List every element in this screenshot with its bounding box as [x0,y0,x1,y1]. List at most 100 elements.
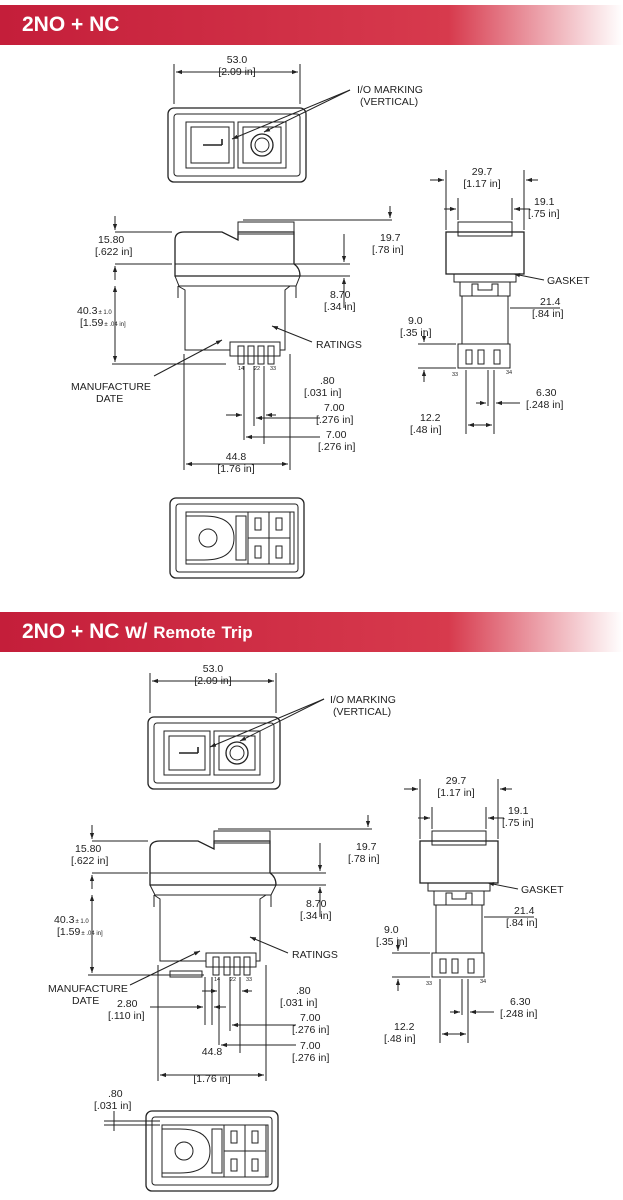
dim-side-span-mm: 12.2 [420,412,441,424]
dim-bottom-width-mm: 44.8 [226,451,247,463]
io-marking-sub: (VERTICAL) [360,96,418,108]
side-view [418,170,560,434]
dim-pitch1-in: [.276 in] [292,1024,329,1036]
manufacture-date-label: DATE [96,393,123,405]
dim-pitch2-mm: 7.00 [326,429,347,441]
dim-pin-width-mm: .80 [296,985,311,997]
dim-top-height-in: [.622 in] [71,855,108,867]
side-view [392,779,534,1043]
dim-side-width-in: [1.17 in] [463,178,500,190]
dim-bottom-pin-mm: .80 [108,1088,123,1100]
terminal-34-side: 34 [506,370,512,376]
dim-pitch2-mm: 7.00 [300,1040,321,1052]
dim-width-mm: 53.0 [227,54,248,66]
ratings-label: RATINGS [292,949,338,961]
section-title: 2NO + NC w/ Remote Trip [22,612,253,653]
dim-bottom-pin-in: [.031 in] [94,1100,131,1112]
terminal-22: 22 [230,977,236,983]
dim-side-small-mm: 19.1 [508,805,529,817]
dim-body-height-mm: 40.3± 1.0 [54,914,89,926]
dim-top-small-mm: 19.7 [356,841,377,853]
dim-term-height-mm: 9.0 [384,924,399,936]
bottom-view [169,497,305,579]
dim-flange-mm: 8.70 [306,898,327,910]
terminal-33: 33 [270,366,276,372]
terminal-22: 22 [254,366,260,372]
dim-top-small-mm: 19.7 [380,232,401,244]
dim-side-pitch-in: [.248 in] [500,1008,537,1020]
dim-width-in: [2.09 in] [218,66,255,78]
dim-side-span-in: [.48 in] [410,424,442,436]
dim-side-small-in: [.75 in] [502,817,534,829]
dim-bottom-width-in: [1.76 in] [193,1073,230,1085]
dim-side-body-mm: 21.4 [540,296,561,308]
section-title-main: 2NO + NC w/ [22,620,154,643]
dim-body-height-mm: 40.3± 1.0 [77,305,112,317]
dim-side-small-mm: 19.1 [534,196,555,208]
dim-pitch1-mm: 7.00 [324,402,345,414]
dim-pitch2-in: [.276 in] [318,441,355,453]
dim-width-in: [2.09 in] [194,675,231,687]
dim-trip-mm: 2.80 [117,998,138,1010]
dim-side-pitch-in: [.248 in] [526,399,563,411]
dim-body-height-in: [1.59± .04 in] [80,317,126,329]
section-banner-remote-trip: 2NO + NC w/ Remote Trip [0,612,623,652]
dim-flange-mm: 8.70 [330,289,351,301]
dim-side-pitch-mm: 6.30 [510,996,531,1008]
manufacture-date-label: DATE [72,995,99,1007]
dim-pitch2-in: [.276 in] [292,1052,329,1064]
dim-bottom-width-in: [1.76 in] [217,463,254,475]
dim-pin-width-in: [.031 in] [280,997,317,1009]
dim-top-height-mm: 15.80 [75,843,101,855]
terminal-33-side: 33 [452,372,458,378]
dim-body-height-in: [1.59± .04 in] [57,926,103,938]
gasket-label: GASKET [547,275,590,287]
drawing-2no-nc-remote-trip: 53.0 [2.09 in] I/O MARKING (VERTICAL) [48,663,564,1192]
front-view [88,815,372,1081]
dim-term-height-in: [.35 in] [400,327,432,339]
dim-width-mm: 53.0 [203,663,224,675]
terminal-14: 14 [238,366,244,372]
drawing-2no-nc: 53.0 [2.09 in] I/O MARKING (VERTICAL) [71,54,590,579]
dim-pitch1-mm: 7.00 [300,1012,321,1024]
dim-pitch1-in: [.276 in] [316,414,353,426]
dim-pin-width-in: [.031 in] [304,387,341,399]
dim-top-small-in: [.78 in] [372,244,404,256]
dim-side-width-in: [1.17 in] [437,787,474,799]
dim-pin-width-mm: .80 [320,375,335,387]
section-title-trip: Trip [221,623,253,642]
dim-term-height-in: [.35 in] [376,936,408,948]
section-title: 2NO + NC [22,13,120,36]
dim-top-height-mm: 15.80 [98,234,124,246]
dim-side-width-mm: 29.7 [446,775,467,787]
front-view [112,206,393,470]
dim-flange-in: [.34 in] [324,301,356,313]
dim-side-body-mm: 21.4 [514,905,535,917]
top-view [167,64,351,183]
dim-top-small-in: [.78 in] [348,853,380,865]
bottom-view [104,1110,279,1192]
terminal-33-side: 33 [426,981,432,987]
dim-side-width-mm: 29.7 [472,166,493,178]
io-marking-sub: (VERTICAL) [333,706,391,718]
manufacture-label: MANUFACTURE [48,983,128,995]
io-marking-label: I/O MARKING [330,694,396,706]
dim-side-span-mm: 12.2 [394,1021,415,1033]
dim-term-height-mm: 9.0 [408,315,423,327]
terminal-34-side: 34 [480,979,486,985]
dim-side-pitch-mm: 6.30 [536,387,557,399]
dim-side-body-in: [.84 in] [532,308,564,320]
dim-trip-in: [.110 in] [108,1010,145,1022]
dim-flange-in: [.34 in] [300,910,332,922]
section-banner-2no-nc: 2NO + NC [0,5,623,45]
section-title-remote: Remote [153,623,216,642]
dim-side-span-in: [.48 in] [384,1033,416,1045]
gasket-label: GASKET [521,884,564,896]
terminal-14: 14 [214,977,220,983]
terminal-33: 33 [246,977,252,983]
manufacture-label: MANUFACTURE [71,381,151,393]
dim-top-height-in: [.622 in] [95,246,132,258]
top-view [147,673,325,790]
ratings-label: RATINGS [316,339,362,351]
dim-side-body-in: [.84 in] [506,917,538,929]
